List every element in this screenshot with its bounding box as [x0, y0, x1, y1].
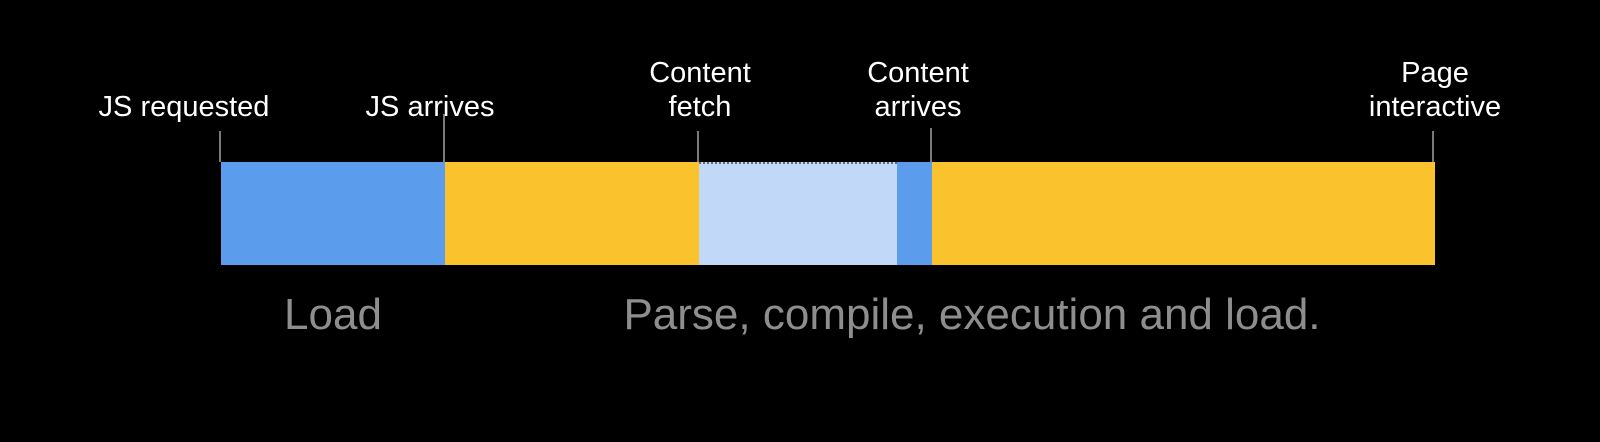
bar-segment-light-blue [699, 162, 897, 265]
event-label-line: JS requested [98, 91, 270, 123]
event-label-line: Page [1401, 57, 1469, 89]
event-label-line: Content [649, 57, 751, 89]
event-label-line: fetch [668, 91, 732, 123]
phase-caption-load: Load [284, 290, 382, 339]
event-label-line: JS arrives [365, 91, 495, 123]
timeline-bar [221, 162, 1435, 265]
event-label-line: interactive [1368, 91, 1502, 123]
event-label-page-interactive: Page interactive [1369, 56, 1501, 124]
event-label-content-arrives: Content arrives [867, 56, 969, 124]
event-tick-content-fetch [697, 131, 699, 162]
phase-caption-parse: Parse, compile, execution and load. [623, 290, 1321, 339]
bar-segment-blue-1 [221, 162, 445, 265]
event-label-line: arrives [874, 91, 962, 123]
event-tick-js-arrives [443, 114, 445, 162]
event-label-js-requested: JS requested [99, 90, 270, 124]
event-label-line: Content [867, 57, 969, 89]
event-label-js-arrives: JS arrives [366, 90, 495, 124]
bar-segment-blue-2 [897, 162, 932, 265]
bar-segment-yellow-2 [932, 162, 1435, 265]
event-tick-js-requested [219, 131, 221, 162]
event-tick-page-interactive [1432, 131, 1434, 162]
event-tick-content-arrives [930, 128, 932, 162]
event-label-content-fetch: Content fetch [649, 56, 751, 124]
bar-segment-yellow-1 [445, 162, 699, 265]
